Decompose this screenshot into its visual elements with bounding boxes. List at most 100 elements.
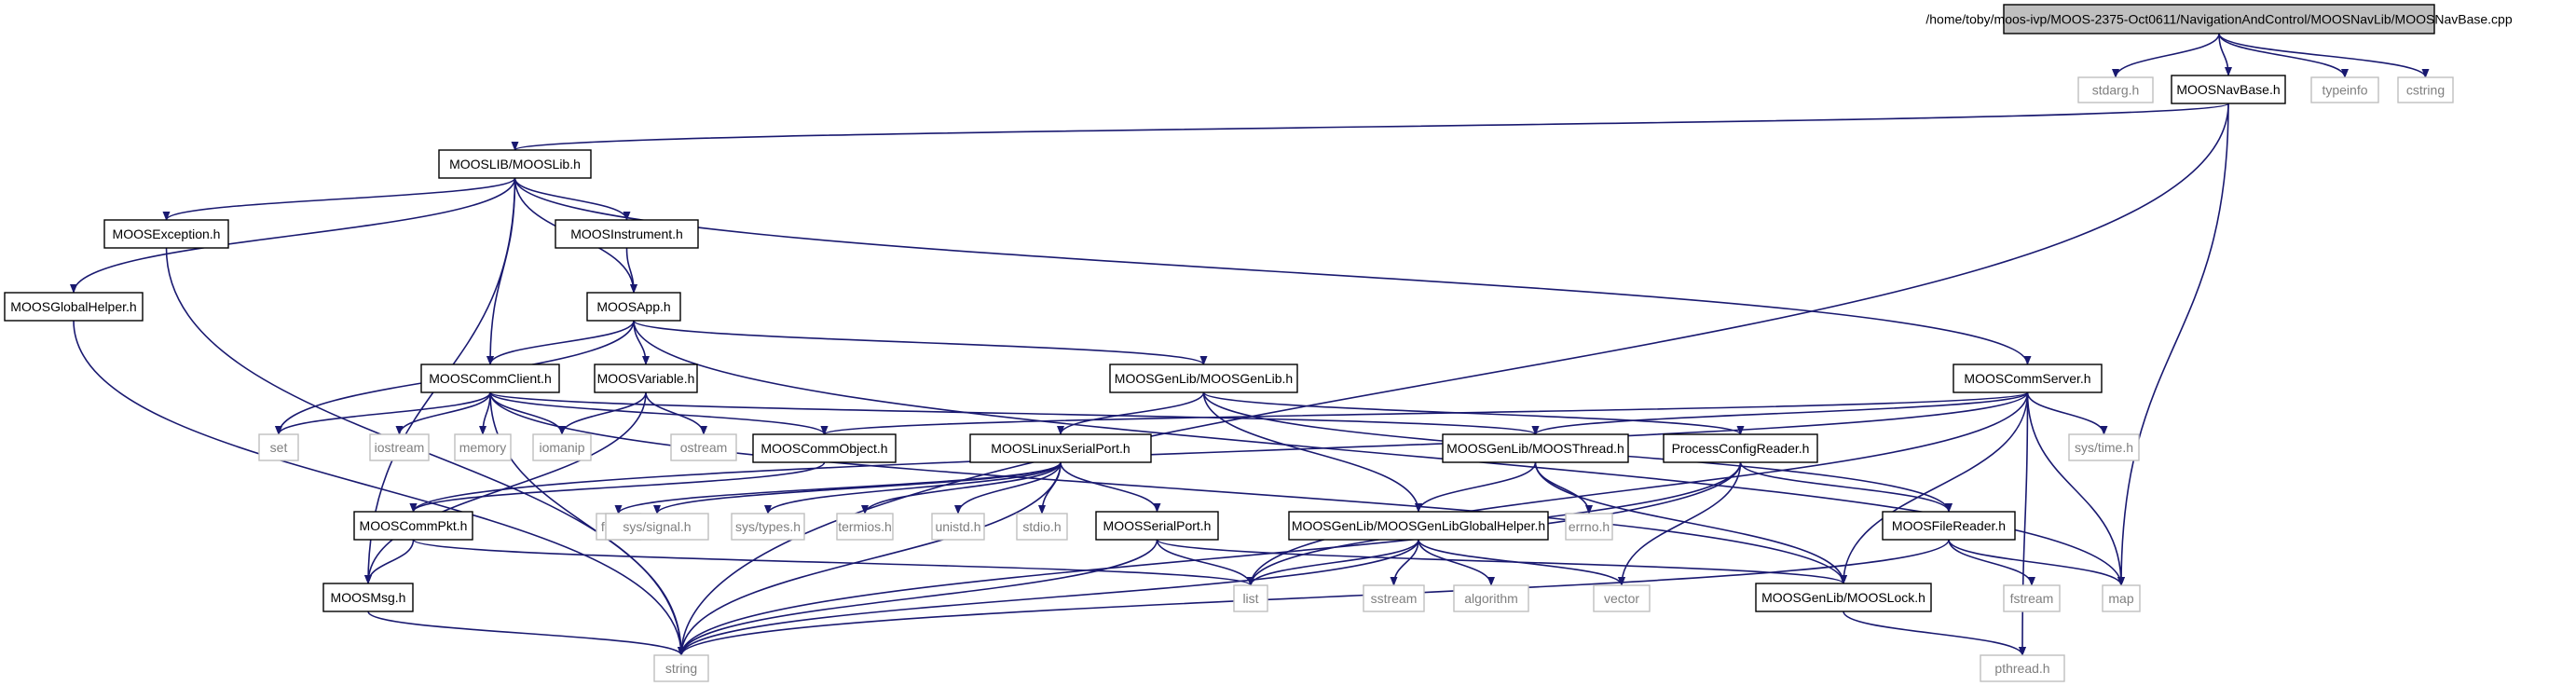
node-label: MOOSVariable.h: [597, 371, 695, 386]
node-box: [369, 433, 430, 461]
node-commclient[interactable]: MOOSCommClient.h: [420, 364, 560, 393]
edge-processconfig-to-string: [678, 461, 1742, 656]
node-label: ProcessConfigReader.h: [1672, 441, 1810, 456]
edge-commserver-to-commpkt: [409, 391, 2029, 513]
node-label: MOOSCommServer.h: [1964, 371, 2090, 386]
edge-processconfig-to-filereader: [1739, 461, 1953, 513]
edge-genlibhelper-to-sstream: [1390, 539, 1419, 586]
node-thread[interactable]: MOOSGenLib/MOOSThread.h: [1442, 433, 1629, 463]
node-label: MOOSSerialPort.h: [1103, 518, 1212, 533]
node-box: [1288, 511, 1549, 541]
node-label: MOOSLinuxSerialPort.h: [991, 441, 1130, 456]
edge-genlibhelper-to-list: [1247, 539, 1419, 586]
edge-commserver-to-systime: [2026, 391, 2108, 435]
node-box: [752, 433, 897, 463]
node-label: MOOSCommObject.h: [760, 441, 887, 456]
node-label: MOOSInstrument.h: [570, 226, 683, 241]
node-stdio: stdio.h: [1016, 513, 1068, 541]
node-algorithm: algorithm: [1453, 584, 1529, 612]
node-label: MOOSGenLib/MOOSGenLibGlobalHelper.h: [1292, 518, 1545, 533]
node-box: [1442, 433, 1629, 463]
node-label: sys/signal.h: [623, 519, 691, 534]
edge-mooslib-to-exception: [162, 177, 516, 221]
edge-commpkt-to-moosmsg: [364, 539, 415, 584]
node-label: pthread.h: [1994, 661, 2049, 676]
edge-layer: [70, 33, 2430, 656]
edge-genlibhelper-to-string: [678, 539, 1419, 656]
edge-mooslock-to-pthread: [1843, 611, 2026, 656]
node-box: [322, 583, 414, 612]
edge-commserver-to-map: [2026, 391, 2125, 586]
node-box: [438, 149, 592, 179]
node-label: cstring: [2406, 83, 2445, 98]
edge-linuxserial-to-syssignal: [653, 461, 1062, 514]
edge-genlib-to-genlibhelper: [1202, 391, 1422, 513]
node-genlib[interactable]: MOOSGenLib/MOOSGenLib.h: [1109, 364, 1298, 393]
node-box: [594, 364, 698, 393]
node-globalhelper[interactable]: MOOSGlobalHelper.h: [4, 292, 144, 322]
node-filereader[interactable]: MOOSFileReader.h: [1882, 511, 2016, 541]
edge-mooslib-to-globalhelper: [70, 177, 516, 294]
edge-serialport-to-list: [1156, 539, 1254, 586]
node-genlibhelper[interactable]: MOOSGenLib/MOOSGenLibGlobalHelper.h: [1288, 511, 1549, 541]
node-instrument[interactable]: MOOSInstrument.h: [555, 219, 699, 249]
edge-processconfig-to-vector: [1618, 461, 1742, 586]
node-label: stdarg.h: [2092, 83, 2140, 98]
node-commobject[interactable]: MOOSCommObject.h: [752, 433, 897, 463]
node-cstring: cstring: [2397, 76, 2454, 103]
node-box: [670, 433, 737, 461]
edge-commserver-to-pthread: [2019, 391, 2029, 656]
edge-linuxserial-to-systypes: [764, 461, 1062, 514]
node-commpkt[interactable]: MOOSCommPkt.h: [353, 511, 473, 541]
node-mooslib[interactable]: MOOSLIB/MOOSLib.h: [438, 149, 592, 179]
node-pthread: pthread.h: [1980, 654, 2065, 682]
edge-serialport-to-string: [678, 539, 1158, 656]
edge-root-to-typeinfo: [2218, 33, 2349, 78]
node-label: stdio.h: [1022, 519, 1061, 534]
edge-root-to-stdarg: [2112, 33, 2220, 78]
edge-genlibhelper-to-vector: [1418, 539, 1625, 586]
edge-variable-to-moosmsg: [364, 391, 647, 584]
node-moosapp[interactable]: MOOSApp.h: [586, 292, 681, 322]
node-linuxserial[interactable]: MOOSLinuxSerialPort.h: [969, 433, 1152, 463]
node-label: MOOSCommPkt.h: [360, 518, 468, 533]
edge-genlib-to-processconfig: [1202, 391, 1745, 435]
node-navbase[interactable]: MOOSNavBase.h: [2171, 75, 2286, 104]
edge-linuxserial-to-termios: [861, 461, 1062, 514]
node-label: algorithm: [1464, 591, 1518, 606]
node-label: MOOSNavBase.h: [2176, 82, 2280, 97]
edge-moosmsg-to-string: [367, 611, 685, 656]
edge-commclient-to-set: [275, 391, 491, 435]
node-root[interactable]: /home/toby/moos-ivp/MOOS-2375-Oct0611/Na…: [1925, 4, 2513, 34]
node-box: [731, 513, 805, 541]
edge-mooslib-to-commserver: [514, 177, 2032, 365]
node-exception[interactable]: MOOSException.h: [103, 219, 229, 249]
node-processconfig[interactable]: ProcessConfigReader.h: [1663, 433, 1818, 463]
node-string: string: [653, 654, 709, 682]
node-commserver[interactable]: MOOSCommServer.h: [1953, 364, 2103, 393]
node-label: vector: [1604, 591, 1639, 606]
node-set: set: [258, 433, 299, 461]
node-box: [1016, 513, 1068, 541]
node-serialport[interactable]: MOOSSerialPort.h: [1095, 511, 1219, 541]
edge-navbase-to-mooslib: [512, 103, 2229, 151]
node-vector: vector: [1593, 584, 1651, 612]
node-variable[interactable]: MOOSVariable.h: [594, 364, 698, 393]
edge-commclient-to-commobject: [489, 391, 829, 435]
edge-filereader-to-map: [1948, 539, 2125, 586]
node-box: [454, 433, 512, 461]
node-box: [1233, 584, 1268, 612]
edge-commserver-to-mooslock: [1840, 391, 2029, 584]
node-moosmsg[interactable]: MOOSMsg.h: [322, 583, 414, 612]
node-box: [103, 219, 229, 249]
node-box: [1095, 511, 1219, 541]
node-label: string: [665, 661, 697, 676]
edge-instrument-to-moosapp: [625, 247, 637, 294]
node-ostream: ostream: [670, 433, 737, 461]
edge-thread-to-mooslock: [1534, 461, 1847, 584]
node-box: [653, 654, 709, 682]
node-box: [2077, 76, 2154, 103]
edge-filereader-to-fstream: [1948, 539, 2035, 586]
node-mooslock[interactable]: MOOSGenLib/MOOSLock.h: [1755, 583, 1932, 612]
node-box: [532, 433, 592, 461]
